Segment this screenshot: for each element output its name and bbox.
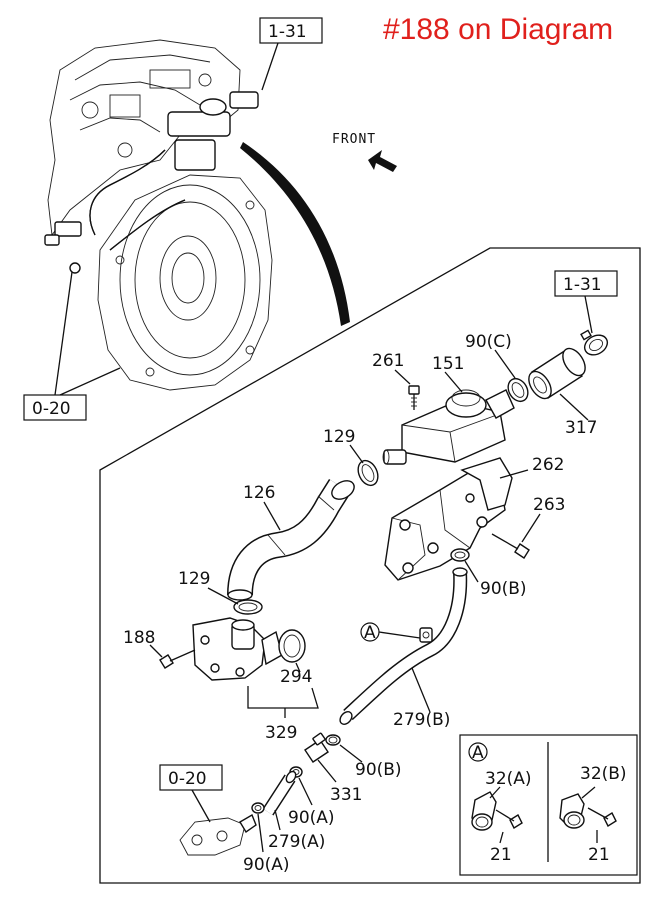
bracket-262: [384, 457, 529, 581]
detail-pointer: [240, 142, 350, 326]
part-label-90b-lower: 90(B): [355, 760, 402, 780]
inset-detail-a: A 32(A) 21 32(B) 21: [459, 734, 638, 876]
detail-frame: [99, 247, 641, 884]
part-label-263: 263: [533, 495, 565, 515]
ref-label-detail: 1-31: [563, 275, 602, 295]
outlet-assembly-329: [192, 617, 283, 681]
part-label-129-lower: 129: [178, 569, 210, 589]
clamp-90b-lower: [325, 734, 363, 763]
part-label-329: 329: [265, 723, 297, 743]
part-label-331: 331: [330, 785, 362, 805]
part-label-90c: 90(C): [465, 332, 512, 352]
part-label-90a-upper: 90(A): [288, 808, 335, 828]
inset-label-32b: 32(B): [580, 764, 627, 784]
thermostat-housing-151: [382, 371, 515, 465]
part-label-126: 126: [243, 483, 275, 503]
ref-box-top: 1-31: [259, 17, 323, 91]
ref-label-top: 1-31: [268, 22, 307, 42]
bolt-263: [491, 513, 541, 559]
ref-label-left: 0-20: [32, 399, 71, 419]
part-label-261: 261: [372, 351, 404, 371]
callout-a: A: [360, 622, 433, 643]
front-arrow-icon: [368, 150, 397, 172]
ref-label-bottom: 0-20: [168, 769, 207, 789]
part-label-188: 188: [123, 628, 155, 648]
front-indicator: FRONT: [332, 132, 397, 172]
part-label-129-upper: 129: [323, 427, 355, 447]
clamp-90c: [494, 349, 529, 403]
clamp-129-upper: [349, 444, 379, 487]
inset-label-32a: 32(A): [485, 769, 532, 789]
bracket-329: [247, 686, 319, 718]
part-label-90a-lower: 90(A): [243, 855, 290, 875]
part-label-262: 262: [532, 455, 564, 475]
part-label-317: 317: [565, 418, 597, 438]
bolt-261: [394, 369, 420, 410]
ref-box-detail: 1-31: [554, 270, 618, 334]
hose-126: [227, 479, 355, 601]
bolt-188: [149, 644, 196, 669]
hose-317: [528, 347, 589, 421]
part-label-151: 151: [432, 354, 464, 374]
callout-a-marker: A: [364, 623, 376, 643]
inset-label-21-right: 21: [588, 845, 610, 865]
part-label-294: 294: [280, 667, 312, 687]
front-label: FRONT: [332, 132, 376, 147]
diagram-title: #188 on Diagram: [383, 13, 613, 46]
fitting-331: [304, 732, 337, 783]
clamp-top: [580, 329, 609, 356]
inset-marker: A: [472, 743, 484, 763]
clamp-129-lower: [207, 587, 263, 615]
clamp-90b-upper: [450, 548, 479, 583]
inset-label-21-left: 21: [490, 845, 512, 865]
ref-box-left: 0-20: [23, 271, 121, 421]
hose-279a: [262, 770, 297, 831]
hose-279b: [339, 567, 468, 725]
part-label-279a: 279(A): [268, 832, 325, 852]
clamp-90a-lower: [251, 802, 265, 853]
ref-box-bottom: 0-20: [159, 764, 257, 856]
part-label-90b-upper: 90(B): [480, 579, 527, 599]
seal-294: [278, 629, 306, 673]
engine-assembly: [44, 39, 273, 391]
part-label-279b: 279(B): [393, 710, 450, 730]
